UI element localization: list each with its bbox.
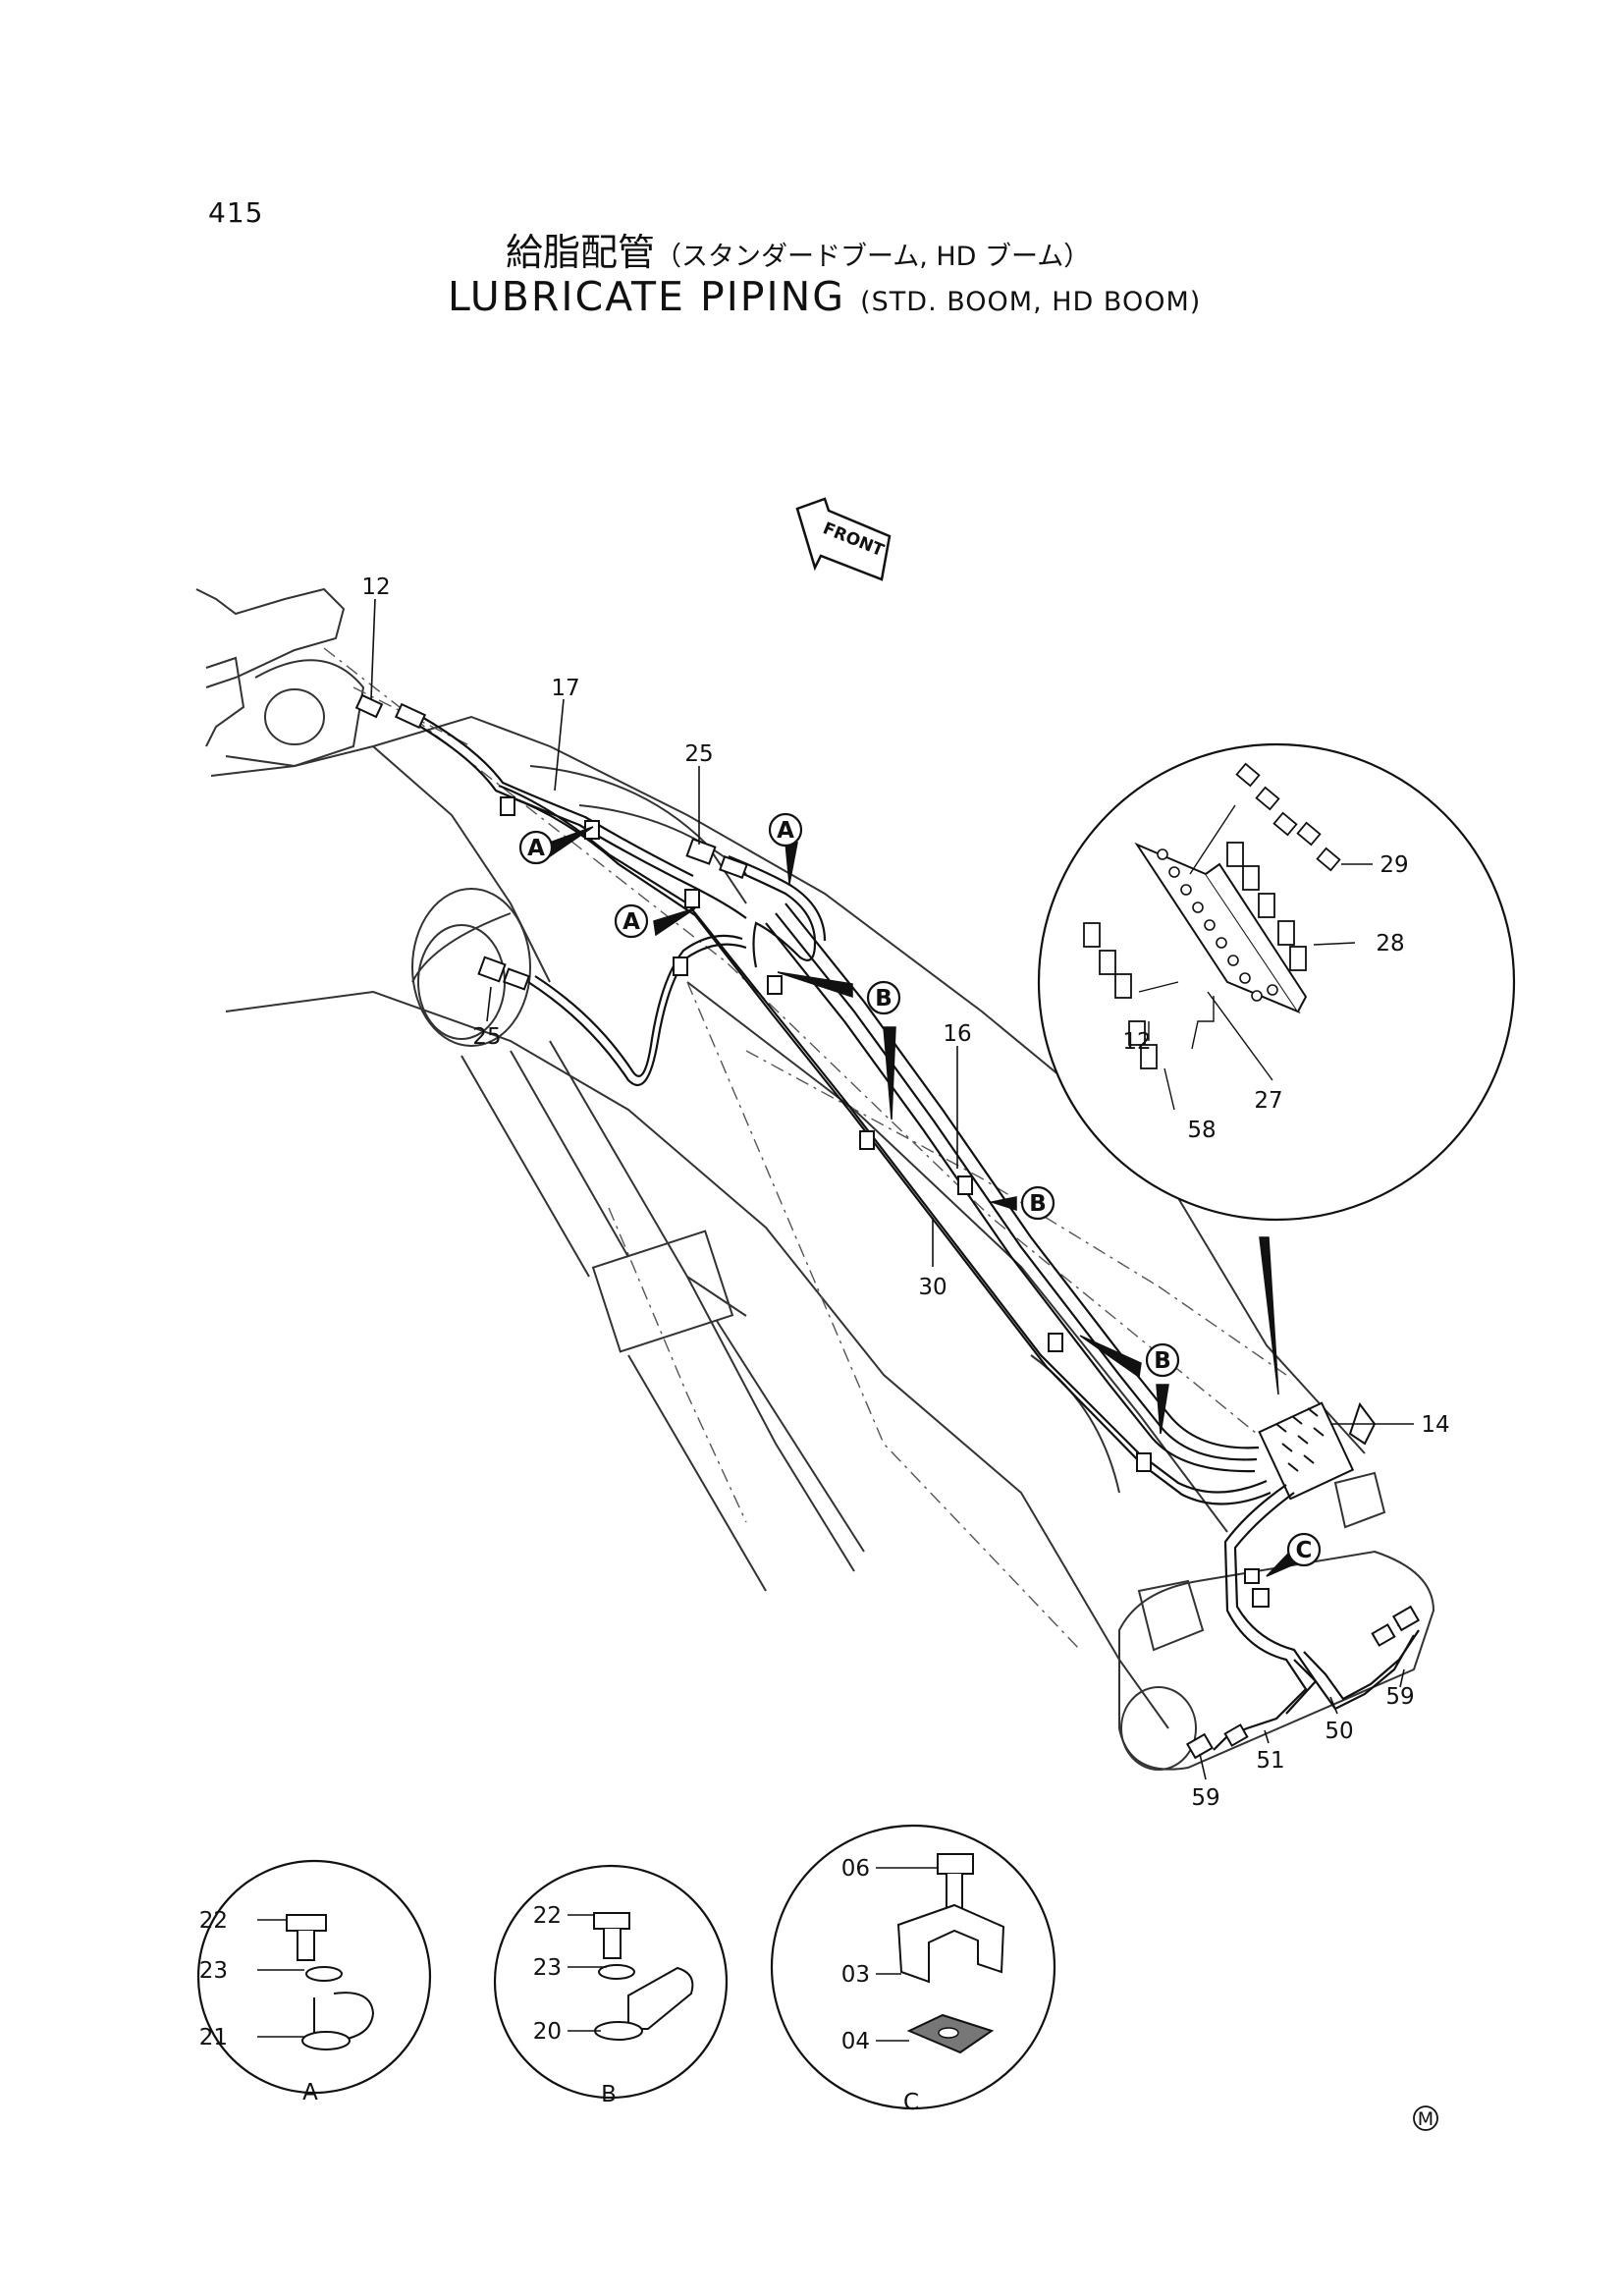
callout-circle-a-1: A <box>518 830 554 865</box>
corner-mark-label: M <box>1418 2108 1434 2130</box>
detail-b-circle: 22 23 20 B <box>493 1864 729 2107</box>
callout-circle-a-3: A <box>614 903 649 939</box>
detail-c-label: C <box>903 2090 919 2115</box>
boom-end-pin <box>1118 1471 1435 1771</box>
title-english: LUBRICATE PIPING (STD. BOOM, HD BOOM) <box>448 273 1201 320</box>
hose-17 <box>411 714 747 919</box>
boom-cylinder <box>411 888 865 1592</box>
detail-b-label: B <box>601 2082 617 2107</box>
detail-a-part-22: 22 <box>199 1908 228 1934</box>
detail-b-part-20: 20 <box>533 2019 562 2045</box>
part-25-label-lower: 25 <box>472 1024 501 1050</box>
title-japanese-sub: （スタンダードブーム, HD ブーム） <box>655 242 1091 272</box>
part-12-label-top: 12 <box>361 574 390 600</box>
front-arrow-icon: FRONT <box>795 497 892 581</box>
pipes-50-51 <box>1213 1484 1420 1751</box>
part-29-label: 29 <box>1380 852 1408 878</box>
detail-b-part-23: 23 <box>533 1955 562 1981</box>
title-japanese: 給脂配管（スタンダードブーム, HD ブーム） <box>506 222 1090 276</box>
detail-b-part-22: 22 <box>533 1903 562 1929</box>
part-12-label-detail: 12 <box>1122 1029 1151 1055</box>
leader-lines <box>370 598 1414 1780</box>
part-27-label: 27 <box>1254 1088 1282 1114</box>
title-english-sub: (STD. BOOM, HD BOOM) <box>860 287 1202 317</box>
part-50-label: 50 <box>1325 1719 1353 1744</box>
part-30-label: 30 <box>918 1275 947 1300</box>
part-14-label: 14 <box>1421 1412 1449 1438</box>
manifold-detail-circle: 29 28 12 27 58 <box>1037 742 1516 1222</box>
callout-circle-b-3: B <box>1145 1342 1180 1378</box>
part-58-label: 58 <box>1187 1118 1216 1143</box>
callout-a-3-label: A <box>622 909 640 935</box>
detail-a-label: A <box>302 2080 318 2105</box>
title-english-main: LUBRICATE PIPING <box>448 273 846 320</box>
detail-a-part-21: 21 <box>199 2025 228 2050</box>
pipe-end-fittings <box>1185 1605 1421 1760</box>
callout-pointers <box>549 826 1298 1577</box>
corner-mark: M <box>1413 2105 1438 2131</box>
callout-b-1-label: B <box>875 986 893 1011</box>
pipe-clamps <box>500 796 1270 1608</box>
page-number: 415 <box>208 196 264 229</box>
part-59-label-right: 59 <box>1385 1684 1414 1710</box>
detail-c-part-04: 04 <box>841 2029 870 2054</box>
detail-a-circle: 22 23 21 A <box>196 1859 432 2105</box>
detail-a-part-23: 23 <box>199 1958 228 1984</box>
callout-circle-b-1: B <box>866 980 901 1015</box>
grease-nipples <box>1083 762 1341 1069</box>
hose-lower <box>527 934 747 1087</box>
detail-c-part-03: 03 <box>841 1962 870 1988</box>
callout-a-1-label: A <box>527 836 545 861</box>
pipe-bundle <box>498 784 1271 1505</box>
part-28-label: 28 <box>1376 931 1404 957</box>
part-16-label: 16 <box>943 1021 971 1047</box>
callout-b-2-label: B <box>1029 1191 1047 1217</box>
part-25-label-upper: 25 <box>684 741 713 767</box>
detail-c-part-06: 06 <box>841 1856 870 1882</box>
part-17-label: 17 <box>551 676 579 701</box>
hose-loop <box>721 854 827 968</box>
callout-circle-c: C <box>1286 1532 1322 1567</box>
title-japanese-main: 給脂配管 <box>506 231 656 274</box>
detail-c-circle: 06 03 04 C <box>770 1824 1056 2115</box>
part-51-label: 51 <box>1256 1748 1284 1774</box>
fittings <box>354 693 748 991</box>
part-59-label-left: 59 <box>1191 1785 1219 1811</box>
callout-b-3-label: B <box>1154 1348 1171 1374</box>
callout-a-2-label: A <box>777 818 794 844</box>
grease-manifold <box>1258 1401 1377 1501</box>
callout-c-label: C <box>1296 1538 1313 1563</box>
callout-circle-b-2: B <box>1020 1185 1055 1221</box>
callout-circle-a-2: A <box>768 812 803 847</box>
